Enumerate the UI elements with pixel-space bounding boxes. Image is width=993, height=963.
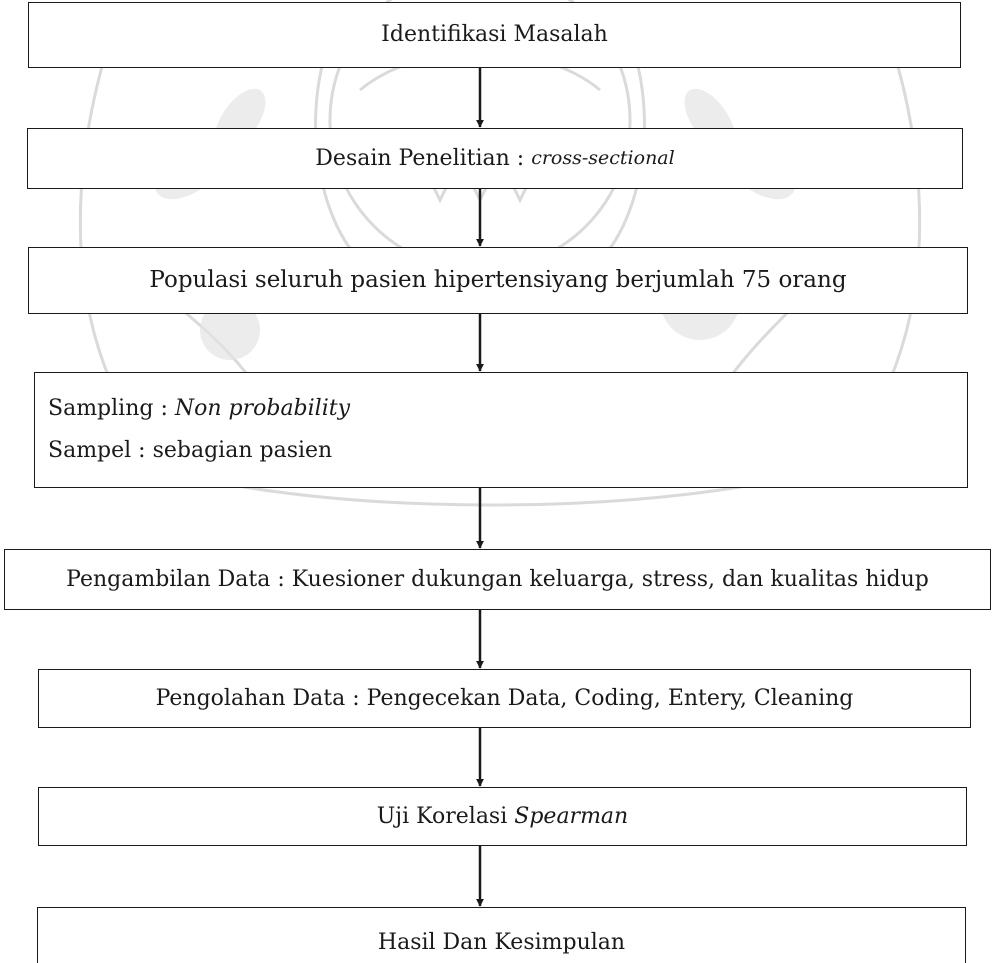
step-4-line1-text: Sampling : <box>48 396 175 421</box>
step-3-text: Populasi seluruh pasien hipertensiyang b… <box>149 267 847 293</box>
step-desain-penelitian: Desain Penelitian : cross-sectional <box>27 128 963 189</box>
step-populasi: Populasi seluruh pasien hipertensiyang b… <box>28 247 968 314</box>
step-pengambilan-data: Pengambilan Data : Kuesioner dukungan ke… <box>4 549 991 610</box>
step-8-text: Hasil Dan Kesimpulan <box>377 929 626 955</box>
step-sampling: Sampling : Non probability Sampel : seba… <box>34 372 968 488</box>
step-6-text: Pengolahan Data : Pengecekan Data, Codin… <box>155 685 854 711</box>
sampel-line: Sampel : sebagian pasien <box>48 440 332 462</box>
step-2-text: Desain Penelitian : <box>315 145 532 171</box>
step-1-text: Identifikasi Masalah <box>381 22 608 47</box>
step-5-text: Pengambilan Data : Kuesioner dukungan ke… <box>66 566 929 592</box>
step-2-italic: cross-sectional <box>531 147 675 169</box>
sampling-line: Sampling : Non probability <box>48 398 350 420</box>
step-hasil-kesimpulan: Hasil Dan Kesimpulan <box>37 907 966 963</box>
step-pengolahan-data: Pengolahan Data : Pengecekan Data, Codin… <box>38 669 971 728</box>
step-7-italic: Spearman <box>514 803 629 829</box>
step-uji-korelasi: Uji Korelasi Spearman <box>38 787 967 846</box>
step-4-line2-text: Sampel : sebagian pasien <box>48 438 333 463</box>
step-4-line1-italic: Non probability <box>174 396 351 421</box>
step-7-text: Uji Korelasi <box>376 803 515 829</box>
step-identifikasi-masalah: Identifikasi Masalah <box>28 2 961 68</box>
